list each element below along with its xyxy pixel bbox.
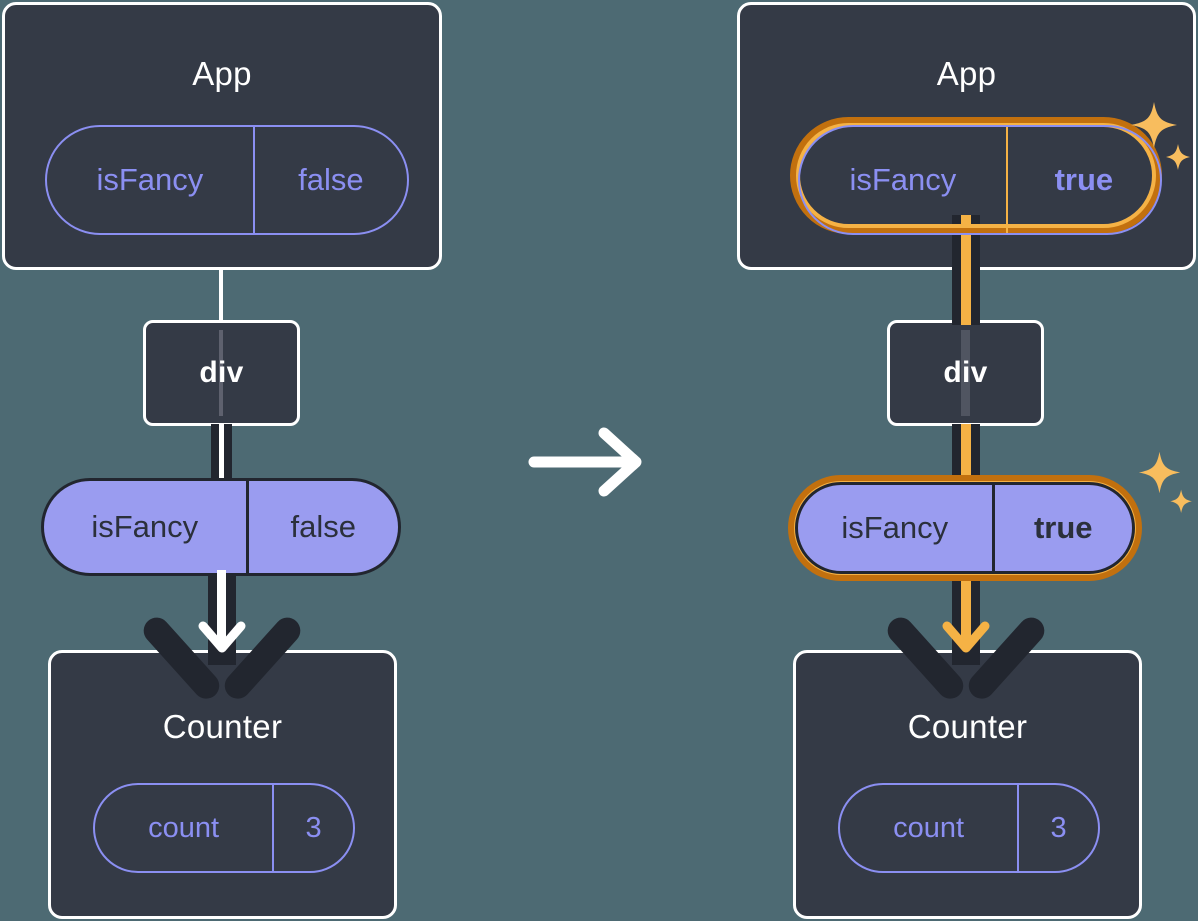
- left-div-label: div: [199, 356, 244, 389]
- right-app-prop-pill: isFancy true: [798, 125, 1162, 235]
- left-connector-div-to-prop-left: [211, 424, 219, 484]
- right-connector-div-to-prop-orange: [961, 424, 971, 486]
- transition-arrow-right-icon: [528, 427, 642, 497]
- left-arrow-shaft-white: [217, 570, 226, 642]
- left-app-prop-value: false: [252, 127, 407, 233]
- right-app-title: App: [936, 55, 997, 92]
- right-counter-box: Counter count 3: [793, 650, 1142, 919]
- right-connector-through-div: [961, 330, 970, 416]
- right-app-prop-value: true: [1005, 127, 1160, 233]
- right-app-prop-name: isFancy: [849, 162, 957, 197]
- left-app-prop-pill: isFancy false: [45, 125, 409, 235]
- left-counter-box: Counter count 3: [48, 650, 397, 919]
- left-prop-pill-name: isFancy: [91, 509, 199, 544]
- right-arrow-head-orange: [942, 621, 990, 653]
- left-app-title: App: [192, 55, 252, 92]
- left-app-box: App isFancy false: [2, 2, 442, 270]
- right-prop-pill-name: isFancy: [841, 510, 949, 545]
- right-prop-sparkles-icon: [1138, 451, 1192, 513]
- right-counter-state-pill: count 3: [838, 783, 1100, 873]
- right-counter-state-value: 3: [1017, 785, 1098, 871]
- right-app-sparkles-icon: [1131, 102, 1190, 170]
- left-counter-state-name: count: [148, 811, 220, 844]
- right-counter-title: Counter: [907, 708, 1028, 745]
- right-arrow-shaft-orange: [961, 570, 971, 642]
- left-counter-state-value: 3: [272, 785, 353, 871]
- right-counter-state-name: count: [893, 811, 965, 844]
- right-prop-pill: isFancy true: [795, 482, 1135, 574]
- left-app-prop-name: isFancy: [96, 162, 204, 197]
- left-connector-div-to-prop-right: [224, 424, 232, 484]
- left-counter-title: Counter: [162, 708, 283, 745]
- left-prop-pill-value: false: [245, 481, 398, 573]
- left-counter-state-pill: count 3: [93, 783, 355, 873]
- left-connector-through-div: [219, 330, 223, 416]
- right-prop-pill-value: true: [991, 485, 1133, 571]
- left-arrow-head-white: [198, 621, 246, 653]
- left-connector-app-to-div: [219, 268, 223, 322]
- right-div-label: div: [943, 356, 988, 389]
- left-connector-div-to-prop-white: [219, 424, 224, 484]
- right-connector-app-to-div-orange: [961, 215, 971, 325]
- left-prop-pill: isFancy false: [41, 478, 401, 576]
